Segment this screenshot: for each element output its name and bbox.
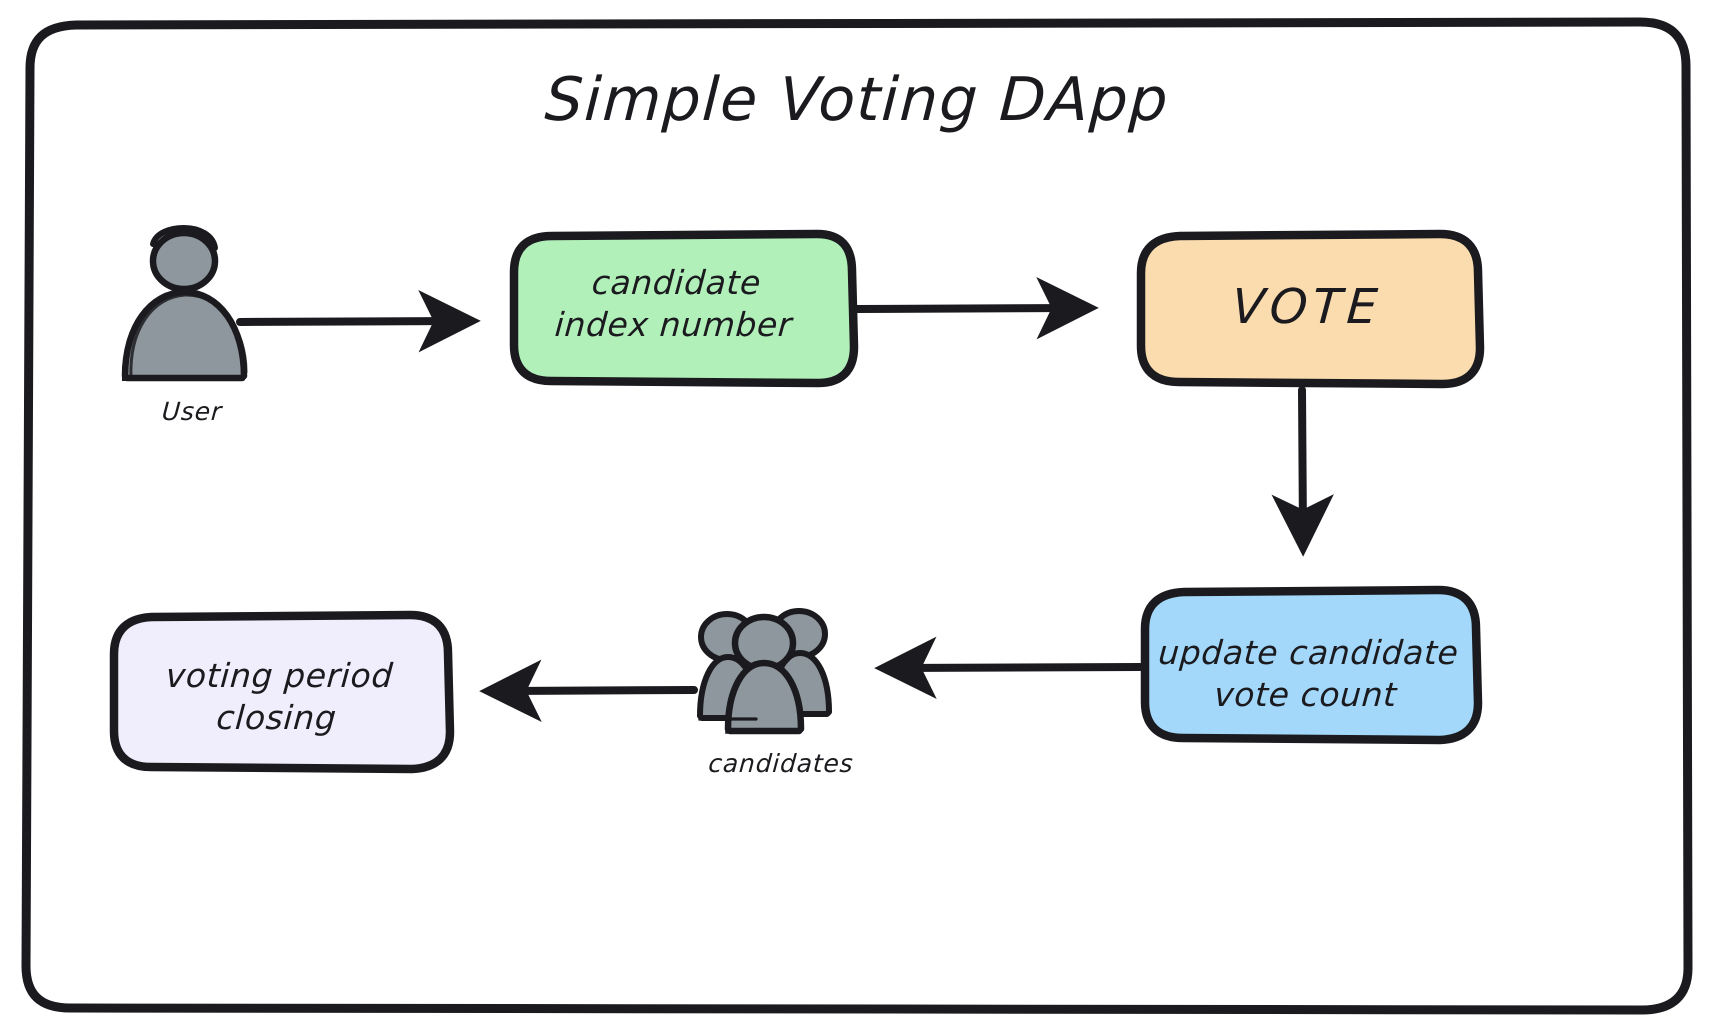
candidates-icon xyxy=(697,608,832,735)
user-icon xyxy=(121,224,248,382)
edge-vote-to-update-count xyxy=(1271,386,1334,557)
node-candidate-index[interactable] xyxy=(509,229,859,388)
node-voting-period-closing[interactable] xyxy=(109,610,455,774)
edge-update-count-to-candidates xyxy=(874,636,1144,700)
edge-candidate-index-to-vote xyxy=(852,276,1099,340)
edge-candidates-to-voting-period xyxy=(479,659,698,722)
node-vote[interactable] xyxy=(1136,229,1485,389)
edge-user-to-candidate-index xyxy=(236,289,481,353)
node-update-count[interactable] xyxy=(1140,585,1483,745)
outer-frame xyxy=(21,17,1693,1015)
